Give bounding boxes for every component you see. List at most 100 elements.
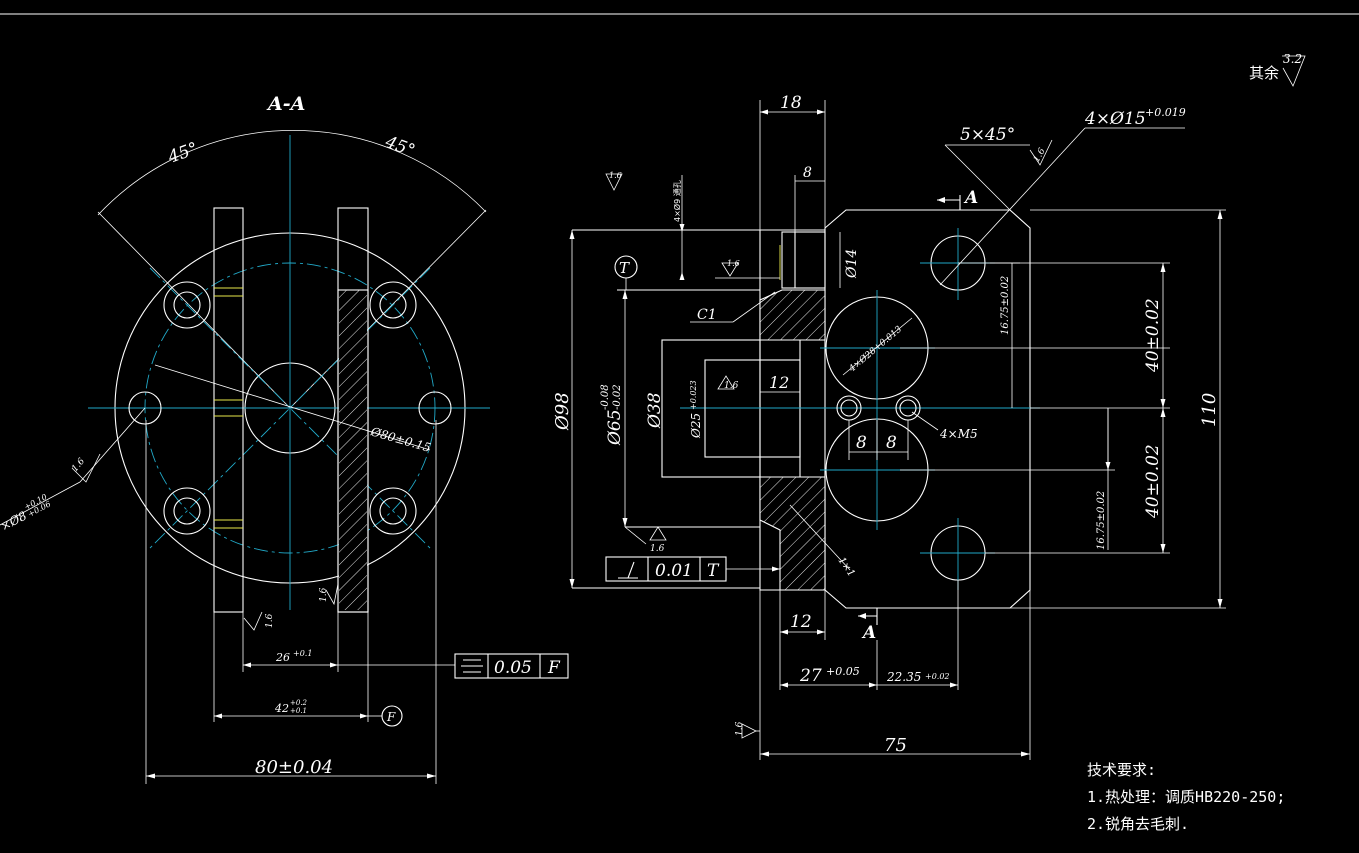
hatch-upper — [760, 290, 825, 340]
roughness-base-symbol — [741, 723, 757, 739]
dim-8-a-label: 8 — [856, 433, 867, 453]
corner-roughness-value: 3.2 — [1283, 52, 1302, 66]
bolt-hole-bl — [163, 487, 211, 535]
angle-left-label: 45° — [165, 139, 201, 168]
slot-plate-left — [213, 207, 244, 613]
roughness-base-value: 1.6 — [735, 721, 745, 736]
section-marker-bottom: A — [861, 623, 876, 643]
dim-18-label: 18 — [780, 93, 802, 113]
symmetry-tolerance-frame: 0.05 F — [454, 653, 569, 679]
bolt-hole-br — [369, 487, 417, 535]
chamfer-label: 5×45° — [960, 125, 1015, 145]
centerline-diag-1 — [149, 267, 431, 549]
corner-roughness-note: 其余 3.2 — [1249, 52, 1306, 87]
roughness-symbol-hole — [71, 453, 101, 483]
roughness-bottom-symbol — [649, 526, 667, 541]
pcd-leader — [154, 364, 431, 451]
large-hole-label: 4×Ø28+0.013 — [846, 324, 904, 375]
roughness-chamfer-symbol — [1029, 139, 1053, 166]
requirements-line-2: 2.锐角去毛刺. — [1087, 815, 1189, 833]
hole-dim-label: ×Ø8 — [0, 508, 29, 533]
hole-15-tol: +0.019 — [1145, 106, 1186, 119]
centerline-diag-2 — [149, 267, 431, 549]
dim-65-label: Ø65 — [605, 409, 625, 446]
dim-25-tol: +0.023 — [689, 380, 698, 410]
hole-leader — [79, 407, 146, 483]
dim-38-label: Ø38 — [645, 392, 665, 429]
c1-label: C1 — [697, 307, 717, 323]
roughness-bore-symbol — [717, 375, 735, 390]
hole-15-label: 4×Ø15 — [1084, 109, 1146, 129]
pin-hole-right — [418, 391, 452, 425]
dim-27-label: 27 — [799, 666, 822, 686]
dim-42-tol-lower: +0.1 — [290, 707, 307, 715]
small-hole-note: 4×Ø9 通孔 — [672, 180, 682, 222]
angle-ext-left — [97, 211, 291, 409]
dim-26-label: 26 — [275, 651, 290, 664]
section-view: A-A 45° 45° — [0, 93, 569, 784]
perp-datum: T — [707, 561, 720, 581]
corner-note-label: 其余 — [1249, 64, 1279, 82]
slot-plate-right-hatch — [339, 290, 367, 610]
dim-27-tol: +0.05 — [826, 665, 860, 678]
hole-14 — [781, 231, 826, 289]
angle-arc — [97, 129, 487, 216]
bolt-hole-tl — [163, 281, 211, 329]
dim-16-75-bottom-label: 16.75±0.02 — [1096, 491, 1107, 550]
dim-22-35-label: 22.35 — [886, 670, 921, 684]
dim-25-label: Ø25 — [689, 413, 703, 439]
bolt-hole-tr — [369, 281, 417, 329]
hole-15-leader — [939, 127, 1086, 286]
dim-12-bottom-label: 12 — [790, 612, 812, 632]
chamfer-1x1-leader — [789, 504, 851, 571]
m5-leader — [911, 411, 939, 431]
section-title: A-A — [266, 93, 305, 115]
m5-label: 4×M5 — [939, 427, 978, 441]
symmetry-tol-value: 0.05 — [494, 658, 532, 678]
dim-14-label: Ø14 — [844, 249, 860, 279]
dim-75-label: 75 — [884, 735, 907, 756]
slot-plate-right-hatch-outline — [337, 289, 369, 613]
pcd-dim-label: Ø80±0.15 — [368, 424, 432, 455]
roughness-left-symbol — [605, 173, 623, 191]
technical-requirements: 技术要求: 1.热处理：调质HB220-250; 2.锐角去毛刺. — [1087, 761, 1285, 833]
hatch-lower — [760, 477, 825, 590]
requirements-title: 技术要求: — [1087, 761, 1156, 779]
roughness-symbol-slot-1 — [243, 611, 263, 631]
perp-tol-value: 0.01 — [655, 561, 693, 581]
roughness-symbol-slot-2 — [325, 583, 339, 606]
symmetry-datum: F — [547, 658, 561, 678]
dim-65-tol-upper: -0.08 — [600, 384, 611, 410]
perpendicularity-frame: 0.01 T — [605, 556, 727, 582]
pin-hole-left — [128, 391, 162, 425]
dim-22-35-tol: +0.02 — [925, 672, 950, 681]
roughness-top-value: 1.6 — [727, 259, 740, 268]
dim-8-b-label: 8 — [886, 433, 897, 453]
dim-40-top-label: 40±0.02 — [1143, 298, 1163, 373]
dim-40-bottom-label: 40±0.02 — [1143, 444, 1163, 519]
dim-16-75-top-label: 16.75±0.02 — [1000, 276, 1011, 335]
dim-42-label: 42 — [274, 702, 289, 715]
roughness-top-symbol — [721, 262, 739, 277]
roughness-slot-2-value: 1.6 — [319, 587, 329, 602]
dim-26-tol: +0.1 — [293, 649, 312, 658]
section-marker-top: A — [963, 188, 978, 208]
roughness-bottom-value: 1.6 — [650, 544, 665, 554]
dim-8-top-label: 8 — [803, 165, 812, 181]
datum-t-label: T — [619, 259, 630, 277]
corner-roughness-symbol — [1282, 55, 1306, 87]
dim-65-tol-lower: -0.02 — [612, 384, 623, 410]
chamfer-leader — [944, 144, 1011, 211]
front-view: 18 8 5×45° 1.6 4×Ø15 +0.019 A A 1.6 4×Ø9… — [552, 93, 1226, 760]
roughness-hole-value: 1.6 — [70, 456, 87, 474]
roughness-chamfer-value: 1.6 — [1032, 146, 1048, 164]
hole-leader-underline — [0, 481, 81, 526]
angle-right-label: 45° — [382, 132, 418, 161]
dim-98-label: Ø98 — [552, 392, 573, 431]
roughness-left-value: 1.6 — [609, 171, 622, 180]
dim-110-label: 110 — [1199, 393, 1220, 427]
roughness-slot-1-value: 1.6 — [265, 613, 275, 628]
hatch-upper-outline — [759, 289, 826, 341]
datum-f-label: F — [386, 710, 396, 724]
